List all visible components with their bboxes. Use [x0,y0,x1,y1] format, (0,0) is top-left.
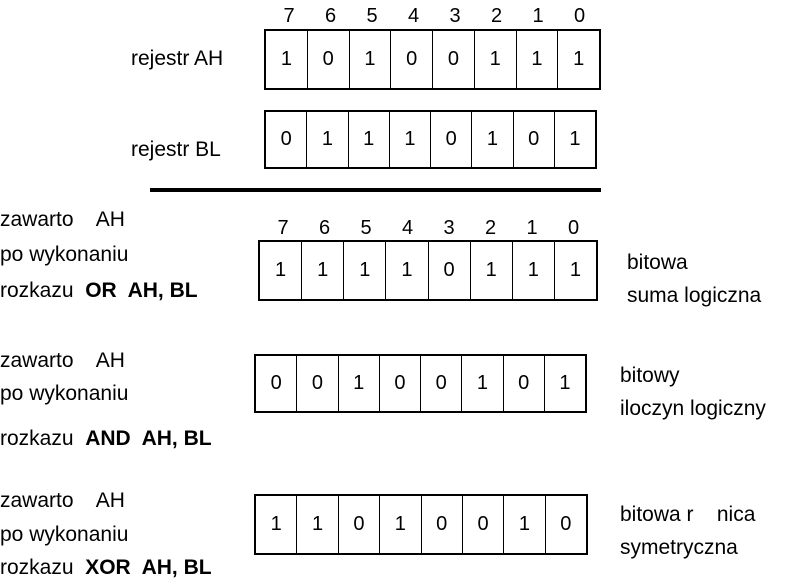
or-result-line3: rozkazu OR AH, BL [0,280,198,301]
bit-cell: 0 [390,31,432,88]
bit-cell: 0 [306,31,349,88]
bit-cell: 1 [388,112,430,167]
xor-result-line2: po wykonaniu [0,523,129,546]
xor-instruction: XOR AH, BL [85,556,212,579]
xor-result-line1: zawarto AH [0,489,125,512]
bit-cell: 1 [385,242,427,299]
or-instruction: OR AH, BL [85,279,198,302]
or-prefix: rozkazu [0,279,74,302]
bit-cell: 0 [430,112,471,167]
bit-cell: 1 [348,31,391,88]
bit-cell: 1 [543,356,585,411]
bit-cell: 0 [378,356,420,411]
bit-cell: 0 [544,496,586,553]
bit-cell: 0 [420,496,462,553]
bit-cell: 0 [337,496,379,553]
bit-number: 7 [277,217,289,239]
bit-cell: 1 [515,31,558,88]
bit-cell: 0 [461,496,503,553]
bit-cell: 1 [473,31,516,88]
bit-cell: 0 [270,372,282,394]
bit-cell: 1 [275,259,287,281]
bit-cell: 0 [296,356,337,411]
bit-number: 1 [532,5,544,27]
bit-cell: 1 [306,112,347,167]
register-bl-label: rejestr BL [131,138,221,161]
xor-description-line2: symetryczna [620,536,738,559]
and-result-line3: rozkazu AND AH, BL [0,428,212,449]
and-description-line2: iloczyn logiczny [620,397,766,420]
or-result-line2: po wykonaniu [0,243,129,266]
bit-cell: 1 [471,112,512,167]
bit-cell: 1 [301,242,343,299]
bit-cell: 1 [553,242,596,299]
bit-cell: 1 [280,48,292,70]
and-prefix: rozkazu [0,427,74,450]
bit-cell: 1 [379,496,420,553]
bit-cell: 0 [432,31,474,88]
bit-cell: 1 [347,112,389,167]
or-result-line1: zawarto AH [0,208,125,231]
and-result-line1: zawarto AH [0,349,125,372]
bit-number: 6 [324,5,337,27]
and-description-line1: bitowy [620,364,680,387]
bit-cell: 1 [461,356,502,411]
xor-prefix: rozkazu [0,556,74,579]
bit-cell: 1 [469,242,512,299]
bit-number: 7 [283,5,295,27]
bit-cell: 0 [502,356,544,411]
bit-number: 4 [401,217,414,239]
bit-cell: 0 [512,112,554,167]
and-instruction: AND AH, BL [85,427,212,450]
separator-line [150,188,601,192]
bit-number: 0 [567,217,580,239]
bit-number: 1 [526,217,538,239]
bit-number: 6 [318,217,331,239]
bit-cell: 1 [270,513,282,535]
bit-number: 2 [484,217,497,239]
bit-number: 0 [573,5,586,27]
or-description-line2: suma logiczna [627,284,762,307]
bit-number: 5 [360,217,372,239]
bit-number: 3 [443,217,455,239]
bit-cell: 1 [553,112,595,167]
bit-cell: 1 [337,356,379,411]
and-result-line2: po wykonaniu [0,382,129,405]
bit-cell: 1 [511,242,554,299]
or-description-line1: bitowa [627,251,688,274]
xor-result-line3: rozkazu XOR AH, BL [0,557,212,578]
bit-number: 4 [407,5,420,27]
bit-number: 3 [449,5,461,27]
bit-cell: 1 [296,496,337,553]
bit-cell: 1 [503,496,544,553]
register-ah-label: rejestr AH [131,47,224,70]
bit-number: 5 [366,5,378,27]
bit-cell: 1 [557,31,599,88]
bit-cell: 0 [420,356,461,411]
bit-cell: 0 [427,242,470,299]
xor-description-line1: bitowa r nica [620,503,756,526]
bit-number: 2 [490,5,503,27]
bit-cell: 1 [343,242,385,299]
bit-cell: 0 [280,128,292,150]
